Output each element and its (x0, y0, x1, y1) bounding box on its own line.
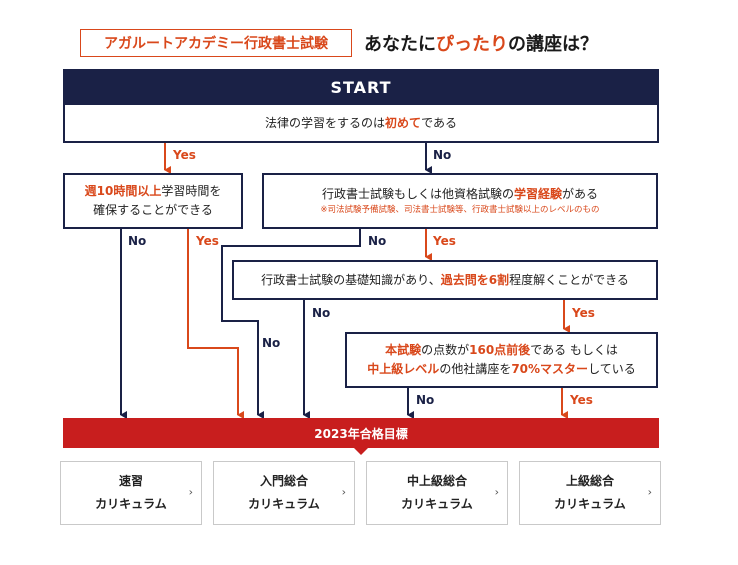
q3-no-label: No (368, 234, 387, 248)
course-name: 速習 (118, 474, 143, 489)
page-title: あなたにぴったりの講座は？ (364, 28, 598, 58)
q2-no-label: No (128, 234, 147, 248)
q2-yes-label: Yes (196, 234, 219, 248)
q3-no-arrow (221, 229, 361, 419)
chevron-right-icon: › (647, 485, 652, 499)
course-name: 中上級総合 (406, 474, 467, 489)
question-text-line2: 確保することができる (93, 203, 213, 217)
course-type: カリキュラム (95, 497, 167, 511)
question-text: 本試験の点数が160点前後である もしくは (385, 343, 618, 358)
chevron-right-icon: › (341, 485, 346, 499)
question-study-time: 週10時間以上学習時間を 確保することができる (63, 173, 243, 229)
question-text: 行政書士試験の基礎知識があり、過去問を6割程度解くことができる (261, 272, 629, 287)
chevron-right-icon: › (494, 485, 499, 499)
q3-yes-label: Yes (433, 234, 456, 248)
course-card-sokushu[interactable]: 速習 カリキュラム › (60, 461, 202, 525)
course-name: 上級総合 (565, 474, 614, 489)
course-card-jokyu[interactable]: 上級総合 カリキュラム › (519, 461, 661, 525)
course-card-chujokyu[interactable]: 中上級総合 カリキュラム › (366, 461, 508, 525)
q4-yes-label: Yes (572, 306, 595, 320)
question-text-line2: 中上級レベルの他社講座を70%マスターしている (367, 362, 636, 376)
question-study-experience: 行政書士試験もしくは他資格試験の学習経験がある ※司法試験予備試験、司法書士試験… (262, 173, 658, 229)
q1-yes-label: Yes (173, 148, 196, 162)
brand-badge: アガルートアカデミー行政書士試験 (80, 29, 352, 57)
q5-yes-label: Yes (570, 393, 593, 407)
q1-no-label: No (433, 148, 452, 162)
question-text: 法律の学習をするのは初めてである (265, 115, 457, 130)
course-type: カリキュラム (248, 497, 320, 511)
title-suffix: の講座は？ (508, 34, 598, 55)
course-card-nyumon[interactable]: 入門総合 カリキュラム › (213, 461, 355, 525)
course-name: 入門総合 (259, 474, 308, 489)
question-note: ※司法試験予備試験、司法書士試験等、行政書士試験以上のレベルのもの (320, 205, 600, 216)
q5-no-label: No (416, 393, 435, 407)
goal-banner-pointer (353, 447, 369, 455)
course-type: カリキュラム (554, 497, 626, 511)
goal-banner: 2023年合格目標 (63, 418, 659, 448)
question-exam-score: 本試験の点数が160点前後である もしくは 中上級レベルの他社講座を70%マスタ… (345, 332, 658, 388)
question-past-exams: 行政書士試験の基礎知識があり、過去問を6割程度解くことができる (232, 260, 658, 300)
question-text: 行政書士試験もしくは他資格試験の学習経験がある (321, 186, 599, 201)
title-prefix: あなたに (364, 34, 436, 55)
question-first-time: 法律の学習をするのは初めてである (63, 105, 659, 143)
q3-no-label-lower: No (262, 336, 281, 350)
chevron-right-icon: › (188, 485, 193, 499)
question-text: 週10時間以上学習時間を (84, 184, 222, 199)
q4-no-label: No (312, 306, 331, 320)
q2-yes-arrow (187, 229, 244, 419)
start-header: START (63, 69, 659, 105)
title-highlight: ぴったり (436, 34, 508, 55)
course-type: カリキュラム (401, 497, 473, 511)
